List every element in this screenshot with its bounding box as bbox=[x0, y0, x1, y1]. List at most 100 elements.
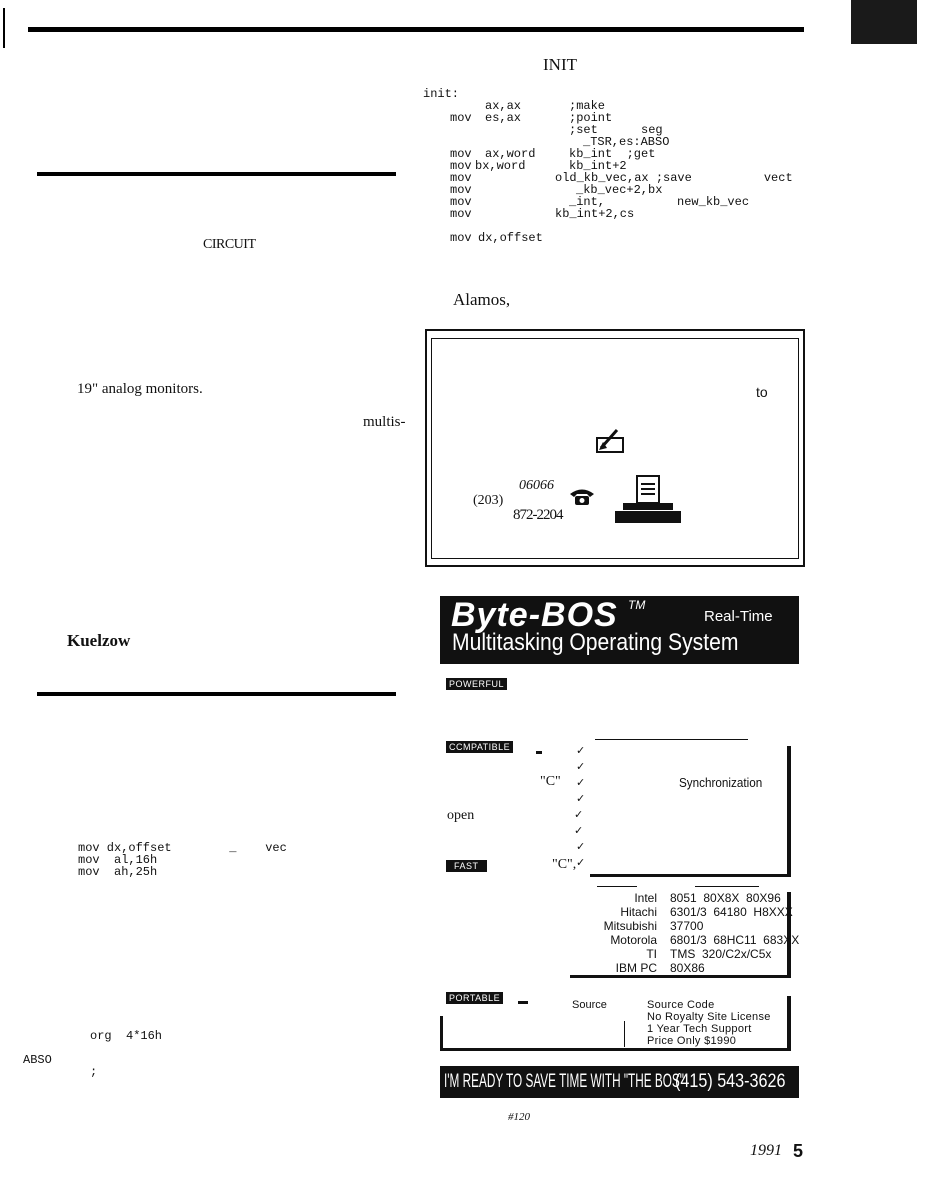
processor-vendor: TI bbox=[646, 947, 657, 961]
cta-text[interactable]: I'M READY TO SAVE TIME WITH "THE BOS" bbox=[444, 1071, 684, 1092]
license-line: 1 Year Tech Support bbox=[647, 1023, 752, 1035]
proc-bottom-rule bbox=[570, 975, 791, 978]
processor-chips: TMS 320/C2x/C5x bbox=[670, 947, 772, 961]
circuit-word: CIRCUIT bbox=[203, 237, 256, 252]
processor-row: Intel 8051 80X8X 80X96 bbox=[562, 891, 782, 906]
proc-header-rule-2 bbox=[695, 886, 759, 887]
processor-chips: 8051 80X8X 80X96 bbox=[670, 891, 781, 905]
ad-header-band bbox=[440, 596, 799, 664]
tag-powerful: POWERFUL bbox=[446, 678, 508, 690]
checkmark-icon: ✓ bbox=[576, 744, 586, 757]
code-line: mov al,16h bbox=[78, 853, 158, 867]
reader-service-number: #120 bbox=[508, 1111, 530, 1123]
header-rule bbox=[28, 27, 804, 32]
ad-c-quote: "C" bbox=[540, 774, 561, 789]
processor-vendor: Mitsubishi bbox=[603, 919, 657, 933]
code-line: ;set seg bbox=[569, 123, 663, 137]
processor-row: Mitsubishi 37700 bbox=[562, 919, 782, 934]
code-line: mov bbox=[450, 111, 472, 125]
page-number: 5 bbox=[793, 1141, 804, 1161]
proc-right-bar bbox=[787, 892, 791, 978]
checkmark-icon: ✓ bbox=[574, 808, 584, 821]
code-line: _int, new_kb_vec bbox=[569, 195, 750, 209]
byte-bos-ad: Byte-BOS TM Real-Time Multitasking Opera… bbox=[440, 596, 799, 1098]
footer-year: 1991 bbox=[750, 1142, 782, 1159]
checkmark-icon: ✓ bbox=[576, 760, 586, 773]
code-label: ABSO bbox=[23, 1053, 52, 1067]
processor-vendor: Intel bbox=[634, 891, 657, 905]
ad-headline: Multitasking Operating System bbox=[452, 629, 739, 656]
ad-source-label: Source bbox=[572, 999, 607, 1011]
code-line: old_kb_vec,ax ;save vect bbox=[555, 171, 793, 185]
code-line: ax,ax bbox=[485, 99, 522, 113]
license-line: Price Only $1990 bbox=[647, 1035, 737, 1047]
code-line: kb_int+2 bbox=[569, 159, 627, 173]
features-top-rule bbox=[595, 739, 748, 740]
license-list: Source Code No Royalty Site License 1 Ye… bbox=[647, 999, 771, 1047]
features-right-bar bbox=[787, 746, 791, 877]
tag-fast: FAST bbox=[446, 860, 487, 872]
code-label-init: init: bbox=[423, 87, 460, 101]
code-line: mov dx,offset _ vec bbox=[78, 841, 287, 855]
section-rule-2 bbox=[37, 692, 396, 696]
author-name: Kuelzow bbox=[67, 631, 131, 650]
code-line: _kb_vec+2,bx bbox=[576, 183, 663, 197]
contact-area-code: (203) bbox=[473, 493, 504, 508]
pen-hand-icon bbox=[596, 429, 624, 453]
ad-sync-word: Synchronization bbox=[679, 775, 763, 790]
ad-open-word: open bbox=[447, 808, 475, 823]
checkmark-icon: ✓ bbox=[576, 840, 586, 853]
multis-text: multis- bbox=[363, 414, 406, 430]
ad-brand-sub: Real-Time bbox=[704, 608, 773, 625]
checkmark-icon: ✓ bbox=[576, 792, 586, 805]
checkmark-icon: ✓ bbox=[574, 824, 584, 837]
features-bottom-rule bbox=[590, 874, 791, 877]
code-line: mov ah,25h bbox=[78, 865, 158, 879]
license-left-rule bbox=[624, 1021, 625, 1047]
monitors-text: 19" analog monitors. bbox=[77, 381, 203, 397]
code-line: kb_int ;get bbox=[569, 147, 656, 161]
alamos-text: Alamos, bbox=[453, 290, 511, 309]
cta-phone[interactable]: (415) 543-3626 bbox=[675, 1071, 786, 1092]
tag-portable: PORTABLE bbox=[446, 992, 504, 1004]
processor-chips: 80X86 bbox=[670, 961, 705, 975]
tag-compatible: CCMPATIBLE bbox=[446, 741, 514, 753]
section-title: INIT bbox=[543, 55, 577, 74]
code-line: ax,word bbox=[485, 147, 536, 161]
contact-ad-box bbox=[425, 329, 805, 567]
checkmark-icon: ✓ bbox=[576, 856, 586, 869]
ad-brand: Byte-BOS bbox=[451, 596, 618, 634]
section-rule-1 bbox=[37, 172, 396, 176]
ad-trademark: TM bbox=[628, 598, 646, 612]
left-margin-bar bbox=[3, 8, 5, 48]
code-line: mov bbox=[450, 231, 472, 245]
processor-chips: 37700 bbox=[670, 919, 704, 933]
license-bottom-rule bbox=[440, 1048, 791, 1051]
code-line: org 4*16h bbox=[90, 1029, 163, 1043]
cta-banner[interactable] bbox=[440, 1066, 799, 1098]
telephone-icon bbox=[570, 489, 594, 505]
license-line: No Royalty Site License bbox=[647, 1011, 771, 1023]
code-line: dx,offset bbox=[478, 231, 543, 245]
code-line: mov bbox=[450, 147, 472, 161]
ad-c-quote-2: "C", bbox=[552, 857, 577, 872]
processor-row: Hitachi 6301/3 64180 H8XXX bbox=[562, 905, 792, 920]
processor-row: IBM PC 80X86 bbox=[562, 961, 782, 976]
processor-row: TI TMS 320/C2x/C5x bbox=[562, 947, 782, 962]
license-line: Source Code bbox=[647, 999, 715, 1011]
contact-to-text: to bbox=[756, 384, 768, 400]
license-right-bar bbox=[787, 996, 791, 1051]
ad-left-edge bbox=[440, 1016, 443, 1051]
code-line: mov bbox=[450, 183, 472, 197]
code-line: mov bbox=[450, 171, 472, 185]
contact-zip: 06066 bbox=[519, 478, 554, 493]
processor-chips: 6801/3 68HC11 683XX bbox=[670, 933, 800, 947]
tag-compatible-tail bbox=[536, 751, 542, 754]
corner-tab bbox=[851, 0, 917, 44]
processor-vendor: Motorola bbox=[610, 933, 657, 947]
code-line: ; bbox=[90, 1065, 98, 1079]
processor-row: Motorola 6801/3 68HC11 683XX bbox=[562, 933, 799, 948]
code-line: mov bbox=[450, 207, 472, 221]
code-line: ;make bbox=[569, 99, 606, 113]
contact-ad-inner-border bbox=[431, 338, 799, 559]
